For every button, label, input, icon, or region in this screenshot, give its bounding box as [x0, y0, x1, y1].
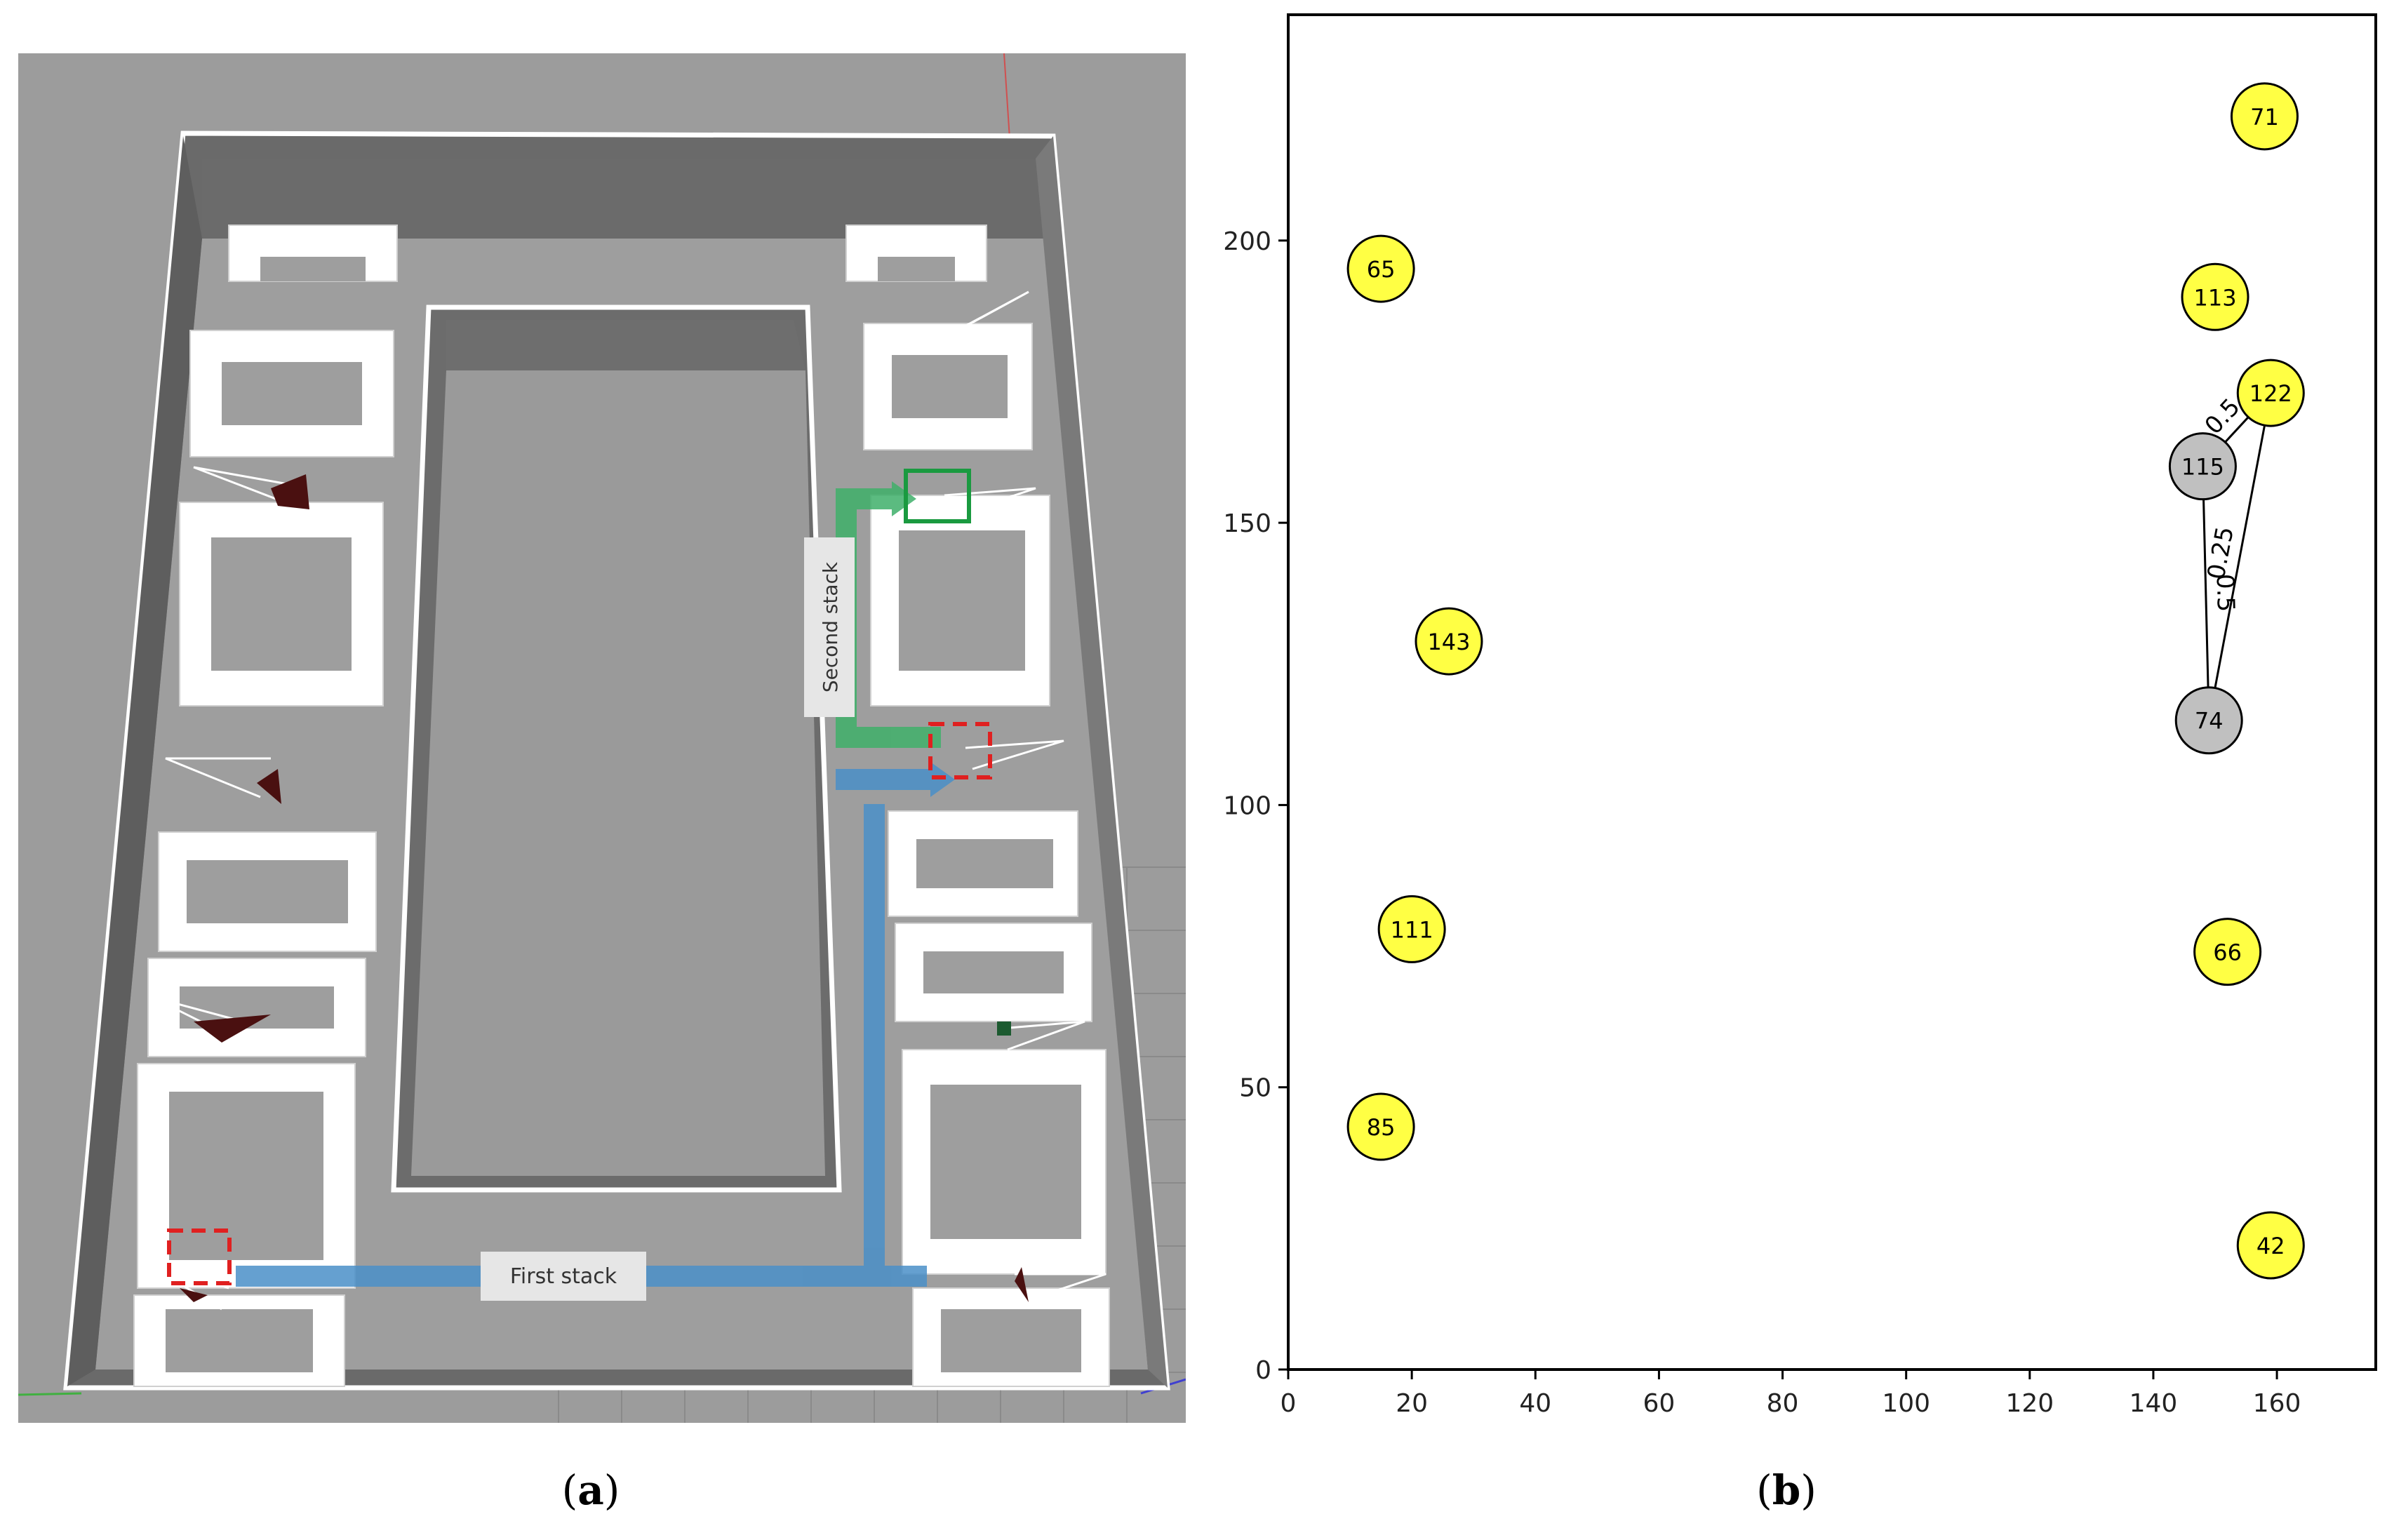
goal-marker: [904, 469, 971, 523]
graph-node: [2230, 82, 2299, 151]
target-marker-second: [928, 722, 992, 779]
graph-node-label: 74: [2195, 708, 2224, 735]
outer-wall-face-left: [67, 136, 202, 1386]
graph-node-label: 42: [2256, 1233, 2285, 1259]
graph-node-label: 111: [1391, 916, 1433, 943]
target-marker-first: [167, 1228, 232, 1285]
simulation-scene: First stack Second stack: [18, 53, 1186, 1423]
x-tick-label: 100: [1882, 1389, 1930, 1418]
y-tick-label: 200: [1223, 227, 1271, 256]
graph-node: [1346, 234, 1415, 303]
first-stack-label: First stack: [510, 1264, 617, 1289]
axis-ticks: 0 20 40 60 80 100 120 140 160 0 50 100 150 200: [1223, 227, 2301, 1418]
graph-node: [2236, 1211, 2305, 1280]
x-tick-label: 60: [1643, 1389, 1676, 1418]
robot-bodies: [180, 474, 1029, 1302]
graph-node-label: 65: [1367, 256, 1396, 283]
y-tick-label: 50: [1239, 1074, 1271, 1103]
graph-node-label: 143: [1427, 629, 1470, 655]
graph-node-label: 71: [2250, 104, 2279, 130]
x-tick-label: 120: [2005, 1389, 2054, 1418]
x-tick-label: 160: [2253, 1389, 2301, 1418]
caption-a: (a): [561, 1466, 620, 1514]
robot-sensors: [140, 290, 1106, 1311]
graph-node: [2174, 686, 2243, 755]
graph-node: [2193, 918, 2262, 986]
graph-node: [2181, 262, 2249, 331]
simulation-view: First stack Second stack: [18, 53, 1186, 1423]
second-stack-label: Second stack: [819, 561, 842, 692]
x-tick-label: 0: [1281, 1389, 1297, 1418]
x-tick-label: 40: [1519, 1389, 1551, 1418]
right-cubicle-floors: [878, 257, 1081, 1372]
graph-node: [2168, 432, 2237, 501]
central-block-top: [411, 370, 825, 1176]
robot-green: [997, 1022, 1011, 1036]
graph-node: [1377, 895, 1446, 963]
y-tick-label: 100: [1223, 791, 1271, 820]
x-tick-label: 80: [1767, 1389, 1799, 1418]
graph-node-label: 85: [1367, 1114, 1396, 1141]
left-cubicle-floors: [166, 257, 366, 1372]
caption-b: (b): [1756, 1466, 1817, 1514]
graph-node-label: 115: [2181, 454, 2224, 481]
axis-green: [18, 1392, 82, 1396]
outer-wall-face-right: [1036, 136, 1168, 1388]
y-tick-label: 150: [1223, 509, 1271, 538]
graph-node: [1346, 1092, 1415, 1161]
graph-node-label: 66: [2213, 939, 2242, 966]
central-block-face: [446, 320, 805, 370]
x-tick-label: 140: [2129, 1389, 2178, 1418]
second-stack-label-box: Second stack: [804, 537, 855, 717]
edge-weight-label: 0.5: [2211, 574, 2240, 612]
graph-node: [2236, 359, 2305, 427]
y-tick-label: 0: [1255, 1356, 1271, 1385]
first-stack-label-box: First stack: [481, 1252, 646, 1301]
graph-edge: [2207, 392, 2272, 721]
graph-nodes: 71 65 113 122 115 143 74 111 66 85 42: [1346, 82, 2305, 1280]
graph-node: [1415, 607, 1483, 676]
graph-edge: [2201, 466, 2210, 721]
graph-node-label: 113: [2193, 284, 2236, 311]
x-tick-label: 20: [1396, 1389, 1428, 1418]
outer-wall-face-top: [202, 159, 1050, 239]
graph-node-label: 122: [2249, 380, 2292, 407]
